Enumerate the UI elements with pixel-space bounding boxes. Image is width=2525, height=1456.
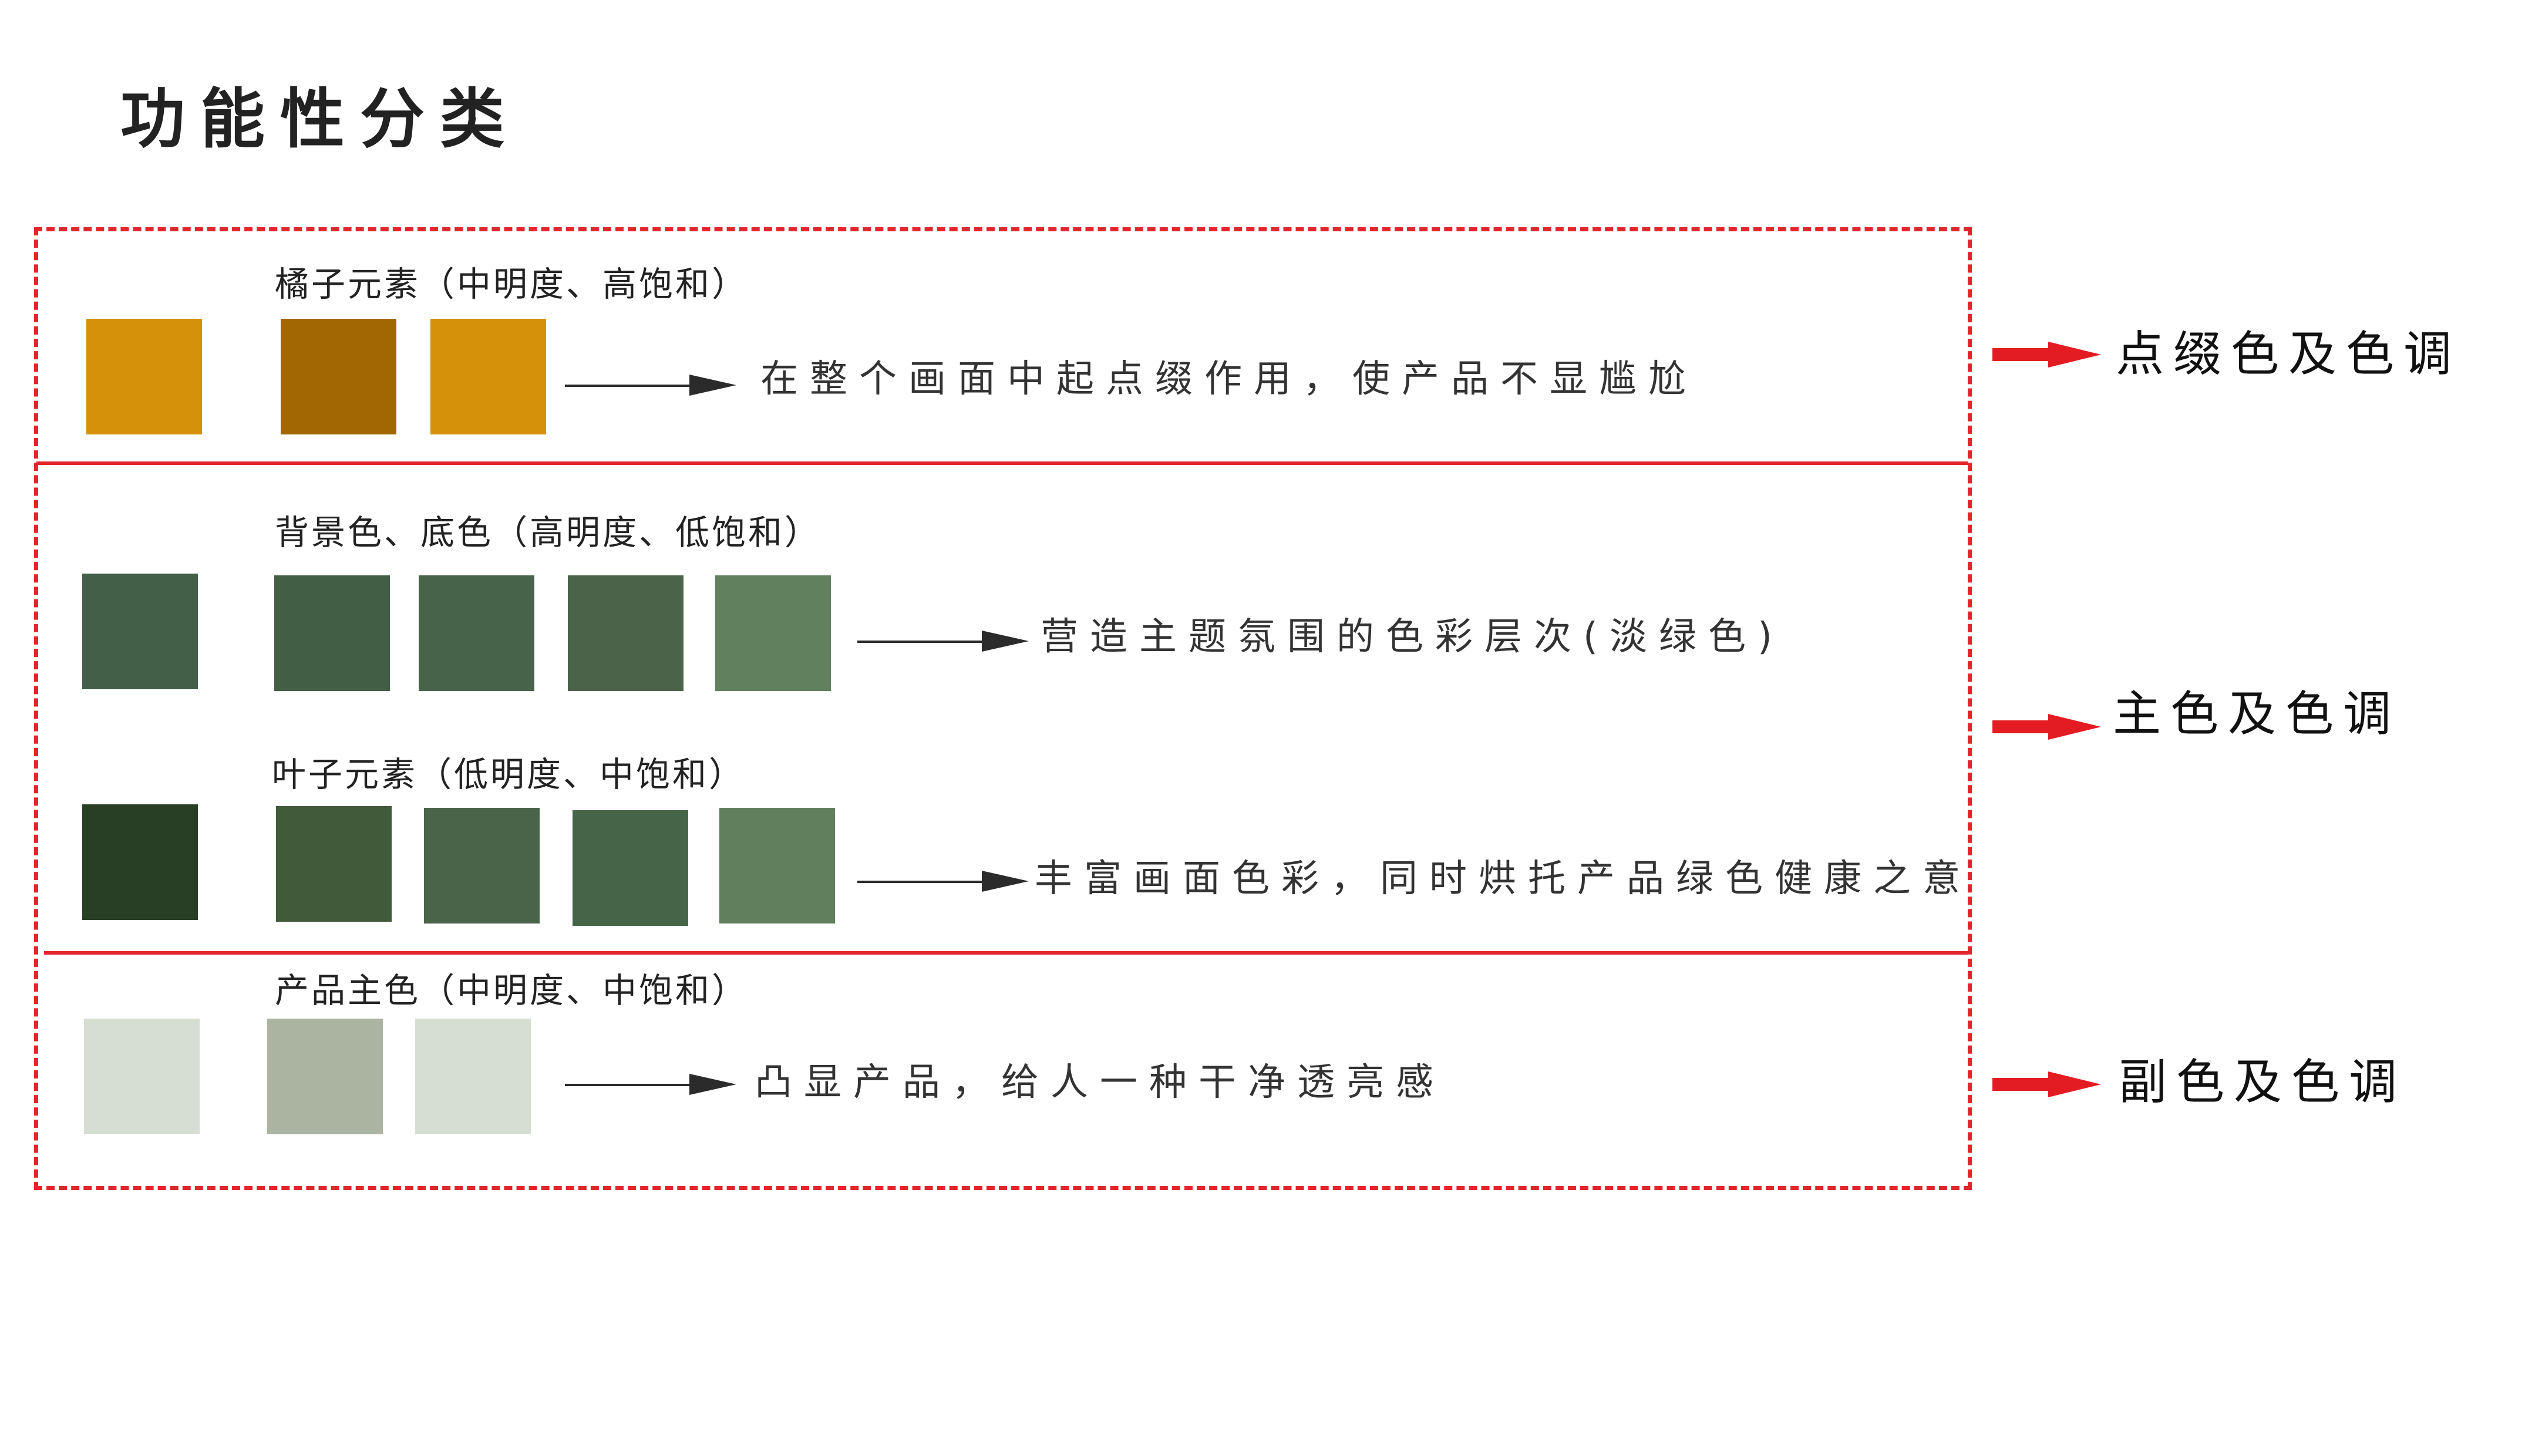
red-arrow-main <box>1992 709 2101 744</box>
swatch-orange-1 <box>281 319 396 434</box>
swatch-background-1 <box>274 575 390 691</box>
pointer-arrow-background <box>857 631 1029 652</box>
swatch-product-2 <box>415 1019 531 1134</box>
group-label-orange: 橘子元素（中明度、高饱和） <box>275 264 749 304</box>
classification-frame <box>34 227 1972 1190</box>
page-title: 功能性分类 <box>120 82 520 157</box>
swatch-leaf-4 <box>719 808 835 924</box>
pointer-arrow-orange <box>565 375 736 396</box>
swatch-leaf-2 <box>424 808 540 924</box>
swatch-product-1 <box>267 1019 383 1134</box>
main-swatch-orange <box>86 319 202 434</box>
swatch-background-4 <box>715 575 831 691</box>
red-arrow-accent <box>1992 337 2101 372</box>
section-divider-2 <box>44 951 1968 955</box>
pointer-arrow-leaf <box>857 871 1029 892</box>
swatch-background-2 <box>419 575 534 691</box>
swatch-background-3 <box>568 575 684 691</box>
description-leaf: 丰富画面色彩，同时烘托产品绿色健康之意 <box>1035 857 1972 901</box>
group-label-background: 背景色、底色（高明度、低饱和） <box>275 513 822 552</box>
swatch-orange-2 <box>430 319 546 434</box>
description-product: 凸显产品，给人一种干净透亮感 <box>755 1061 1445 1104</box>
swatch-leaf-3 <box>573 810 688 926</box>
group-label-leaf: 叶子元素（低明度、中饱和） <box>272 754 746 794</box>
section-divider-1 <box>36 461 1968 465</box>
group-label-product: 产品主色（中明度、中饱和） <box>275 970 749 1010</box>
description-background: 营造主题氛围的色彩层次(淡绿色) <box>1041 615 1784 659</box>
main-swatch-background <box>82 574 198 689</box>
red-arrow-secondary <box>1992 1067 2101 1102</box>
swatch-leaf-1 <box>276 806 392 922</box>
side-label-secondary: 副色及色调 <box>2119 1054 2407 1110</box>
main-swatch-leaf <box>82 804 198 920</box>
main-swatch-product <box>84 1019 200 1134</box>
description-orange: 在整个画面中起点缀作用，使产品不显尴尬 <box>760 358 1698 401</box>
side-label-main: 主色及色调 <box>2113 686 2401 742</box>
pointer-arrow-product <box>565 1074 736 1095</box>
side-label-accent: 点缀色及色调 <box>2116 326 2462 382</box>
